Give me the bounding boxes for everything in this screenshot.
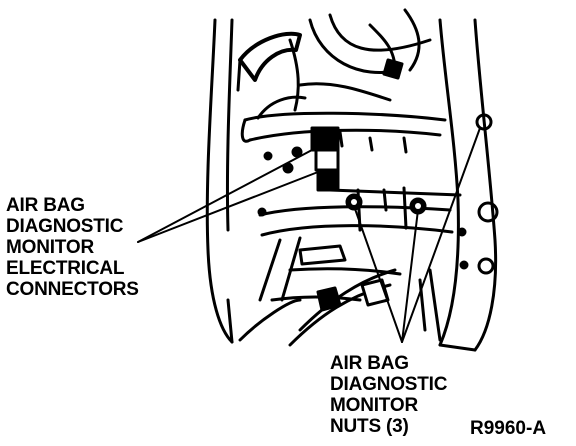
- mounting-nuts: [345, 193, 427, 215]
- callout-electrical-connectors: AIR BAG DIAGNOSTIC MONITOR ELECTRICAL CO…: [6, 195, 139, 300]
- left-housing-wall: [205, 18, 302, 344]
- right-housing-wall: [438, 18, 499, 352]
- leader-connectors-1: [137, 149, 313, 243]
- leader-nut-3: [401, 127, 481, 343]
- leader-nut-2: [401, 209, 419, 343]
- callout-line: NUTS (3): [330, 416, 409, 437]
- callout-line: CONNECTORS: [6, 279, 139, 300]
- callout-line: ELECTRICAL: [6, 258, 125, 279]
- callout-line: DIAGNOSTIC: [6, 216, 124, 237]
- leader-lines: [137, 127, 481, 343]
- leader-nut-1: [353, 205, 403, 343]
- callout-line: AIR BAG: [6, 195, 85, 216]
- callout-line: MONITOR: [330, 395, 418, 416]
- callout-monitor-nuts: AIR BAG DIAGNOSTIC MONITOR NUTS (3): [330, 353, 447, 437]
- upper-wiring: [288, 8, 432, 112]
- electrical-connectors: [282, 126, 340, 192]
- callout-line: DIAGNOSTIC: [330, 374, 448, 395]
- cross-rail: [240, 95, 447, 154]
- callout-line: MONITOR: [6, 237, 94, 258]
- callout-line: AIR BAG: [330, 353, 409, 374]
- figure-code: R9960-A: [470, 418, 547, 439]
- leader-connectors-2: [137, 171, 319, 243]
